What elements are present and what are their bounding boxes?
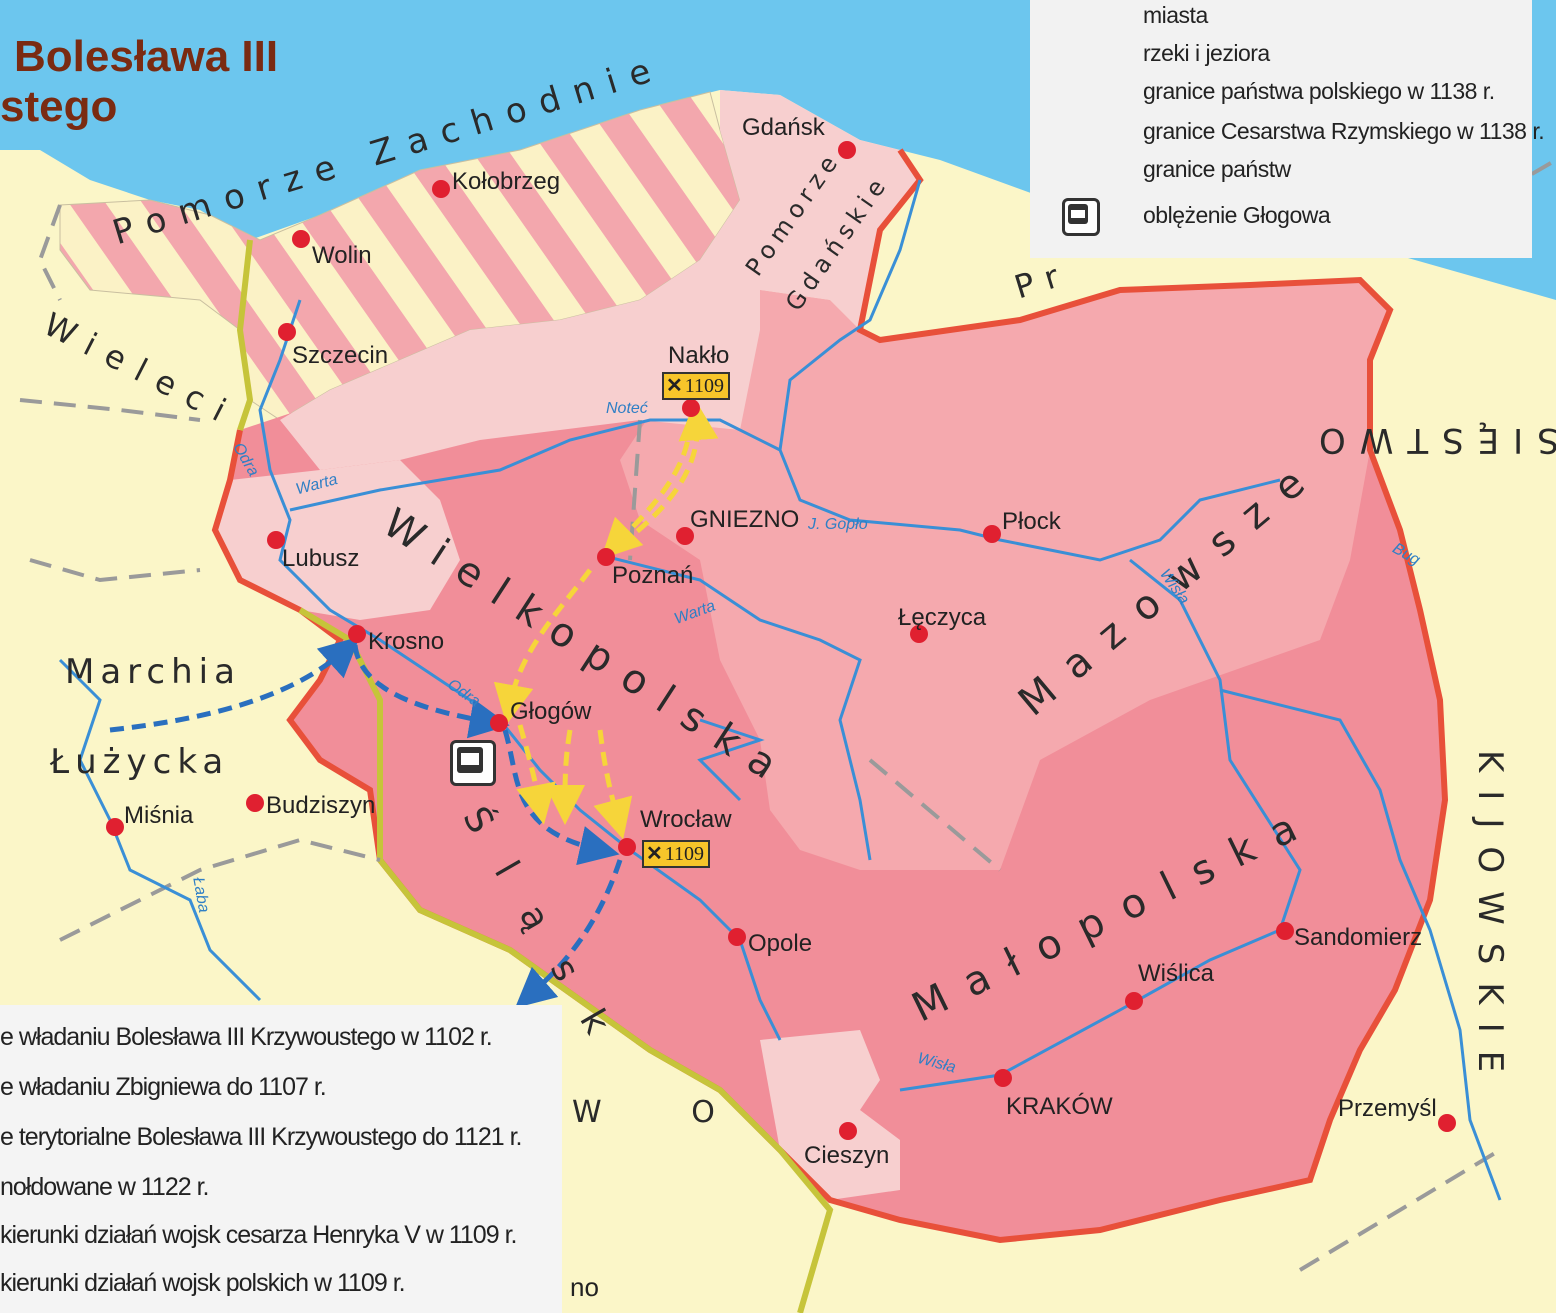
city-label-przemysl: Przemyśl — [1338, 1095, 1437, 1122]
battle-year: 1109 — [684, 375, 725, 397]
city-label-kolobrzeg: Kołobrzeg — [452, 168, 561, 195]
city-dot-icon — [618, 838, 636, 856]
city-label-krosno: Krosno — [368, 628, 445, 655]
city-dot-icon — [1438, 1114, 1456, 1132]
river-lines — [58, 179, 1502, 1201]
legend-item-cities: miasta — [1030, 0, 1532, 36]
zbigniew-area — [620, 280, 1390, 870]
legend-item-poland-border: granice państwa polskiego w 1138 r. — [1030, 76, 1532, 112]
legend-label: kierunki działań wojsk cesarza Henryka V… — [0, 1221, 517, 1249]
legend-label: granice Cesarstwa Rzymskiego w 1138 r. — [1143, 118, 1545, 144]
city-dot-icon — [1125, 992, 1143, 1010]
cieszyn-area — [760, 1030, 900, 1200]
battle-badge-wroclaw: ✕1109 — [642, 840, 711, 868]
region-label-cesarstwo: W O — [572, 1095, 755, 1130]
region-label-fragment: no — [570, 1272, 599, 1302]
polish-arrows — [493, 400, 719, 840]
legend-item-siege: oblężenie Głogowa — [1030, 198, 1532, 236]
city-dot-icon — [348, 625, 366, 643]
city-label-opole: Opole — [748, 930, 813, 957]
pomorze-gdanskie-area — [280, 90, 920, 470]
legend-top: miasta rzeki i jeziora granice państwa p… — [1030, 0, 1545, 258]
city-dot-icon — [838, 141, 856, 159]
lubusz-area — [215, 460, 460, 620]
city-label-leczyca: Łęczyca — [898, 604, 987, 631]
legend-label: granice państw — [1143, 156, 1291, 182]
legend-label: granice państwa polskiego w 1138 r. — [1143, 78, 1495, 104]
map-title-line2: stego — [0, 82, 118, 131]
city-label-wroclaw: Wrocław — [640, 806, 732, 833]
legend-label: miasta — [1143, 2, 1208, 28]
legend-label: e terytorialne Bolesława III Krzywousteg… — [0, 1123, 522, 1151]
map-title-line1: Bolesława III — [14, 32, 279, 81]
city-label-sandomierz: Sandomierz — [1294, 924, 1423, 951]
city-label-lubusz: Lubusz — [282, 545, 360, 572]
city-dot-icon — [994, 1069, 1012, 1087]
river-label-notec: Noteć — [606, 400, 648, 417]
legend-bottom: e władaniu Bolesława III Krzywoustego w … — [0, 1005, 562, 1313]
city-label-poznan: Poznań — [612, 562, 694, 589]
legend-label: e władaniu Zbigniewa do 1107 r. — [0, 1073, 327, 1101]
city-dot-icon — [292, 230, 310, 248]
city-dot-icon — [432, 180, 450, 198]
city-label-wolin: Wolin — [312, 242, 372, 269]
battle-swords-icon: ✕ — [666, 375, 683, 397]
city-dot-icon — [983, 525, 1001, 543]
city-label-glogow: Głogów — [510, 698, 592, 725]
city-dot-icon — [490, 714, 508, 732]
city-label-cieszyn: Cieszyn — [804, 1142, 890, 1169]
city-label-gniezno: GNIEZNO — [690, 506, 800, 533]
legend-label: oblężenie Głogowa — [1143, 202, 1331, 228]
city-dot-icon — [839, 1122, 857, 1140]
poland-border-line — [211, 148, 1449, 1244]
city-dot-icon — [676, 527, 694, 545]
city-dot-icon — [682, 399, 700, 417]
region-label-luzycka: Łużycka — [50, 742, 230, 782]
battle-swords-icon: ✕ — [646, 843, 663, 865]
legend-label: nołdowane w 1122 r. — [0, 1173, 209, 1201]
city-dot-icon — [1276, 922, 1294, 940]
legend-label: e władaniu Bolesława III Krzywoustego w … — [0, 1023, 493, 1051]
city-label-wislica: Wiślica — [1138, 960, 1214, 987]
city-dot-icon — [246, 794, 264, 812]
city-dot-icon — [106, 818, 124, 836]
battle-badge-naklo: ✕1109 — [662, 372, 731, 400]
city-label-misnia: Miśnia — [124, 802, 194, 829]
city-dot-icon — [910, 625, 928, 643]
siege-icon — [1062, 198, 1100, 236]
legend-item-state-border: granice państw — [1030, 154, 1532, 190]
legend-label: rzeki i jeziora — [1143, 40, 1270, 66]
region-label-ksiestwo: KSIĘSTWO — [1304, 420, 1556, 461]
city-label-gdansk: Gdańsk — [742, 114, 825, 141]
legend-item-rivers: rzeki i jeziora — [1030, 38, 1532, 74]
city-dot-icon — [267, 531, 285, 549]
state-border-line — [19, 158, 1556, 1272]
city-label-budziszyn: Budziszyn — [266, 792, 376, 819]
legend-item-empire-border: granice Cesarstwa Rzymskiego w 1138 r. — [1030, 116, 1545, 152]
region-label-marchia: Marchia — [65, 652, 241, 692]
city-dot-icon — [597, 548, 615, 566]
city-label-naklo: Nakło — [668, 342, 730, 369]
city-label-plock: Płock — [1002, 508, 1061, 535]
battle-year: 1109 — [664, 843, 705, 865]
siege-icon — [450, 740, 496, 786]
region-label-kijowskie: KIJOWSKIE — [1470, 750, 1510, 1091]
map-title: Bolesława III stego — [0, 32, 279, 132]
city-label-krakow: KRAKÓW — [1006, 1093, 1113, 1120]
legend-label: kierunki działań wojsk polskich w 1109 r… — [0, 1269, 406, 1297]
city-dot-icon — [728, 928, 746, 946]
river-label-goplo: J. Gopło — [808, 516, 868, 533]
city-label-szczecin: Szczecin — [292, 342, 389, 369]
city-dot-icon — [278, 323, 296, 341]
